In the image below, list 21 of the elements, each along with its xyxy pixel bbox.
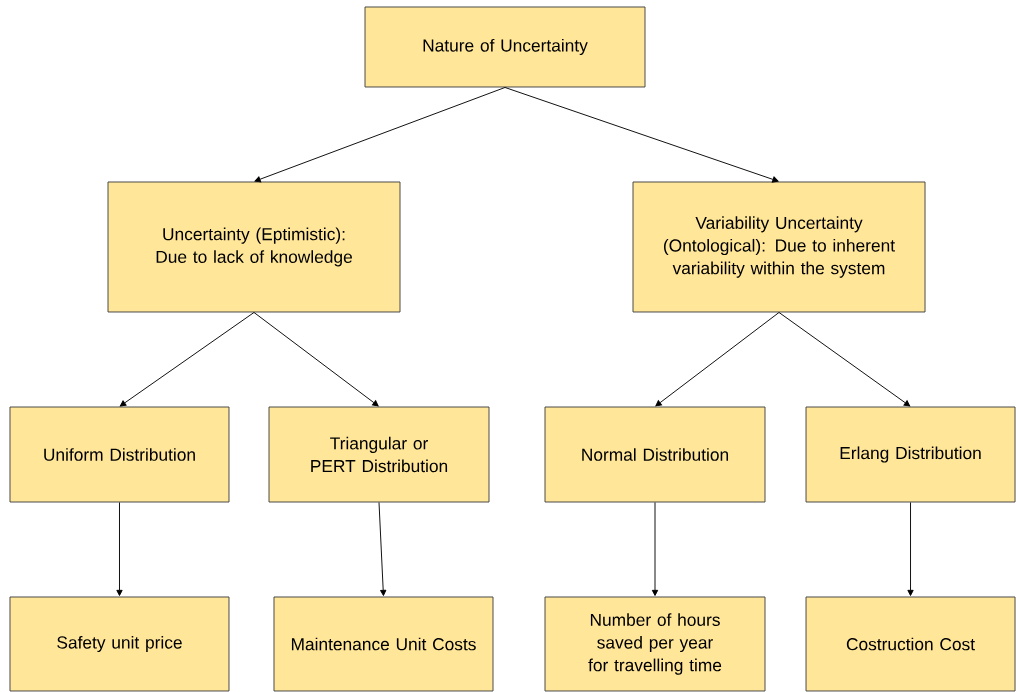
arrow: [655, 312, 780, 407]
process-box: Erlang Distribution: [805, 406, 1016, 503]
arrow: [504, 87, 779, 183]
arrow: [116, 502, 123, 596]
arrow: [119, 312, 255, 407]
process-box: Nature of Uncertainty: [364, 6, 646, 88]
arrow: [651, 502, 659, 596]
arrow: [254, 87, 506, 183]
process-box: Variability Uncertainty (Ontological): Due to inherent variability within the system: [632, 181, 926, 313]
process-box: Costruction Cost: [805, 596, 1016, 692]
arrow: [253, 312, 379, 407]
process-box: Uniform Distribution: [9, 406, 230, 503]
process-box: Triangular or PERT Distribution: [268, 406, 490, 503]
process-box: Maintenance Unit Costs: [273, 596, 494, 692]
process-box: Normal Distribution: [544, 406, 766, 503]
arrow: [778, 312, 911, 407]
process-box: Number of hours saved per year for travelling time: [544, 596, 766, 692]
arrow: [378, 502, 387, 596]
process-box: Uncertainty (Eptimistic): Due to lack of knowledge: [107, 181, 401, 313]
arrow: [907, 502, 914, 596]
process-box: Safety unit price: [9, 596, 230, 692]
